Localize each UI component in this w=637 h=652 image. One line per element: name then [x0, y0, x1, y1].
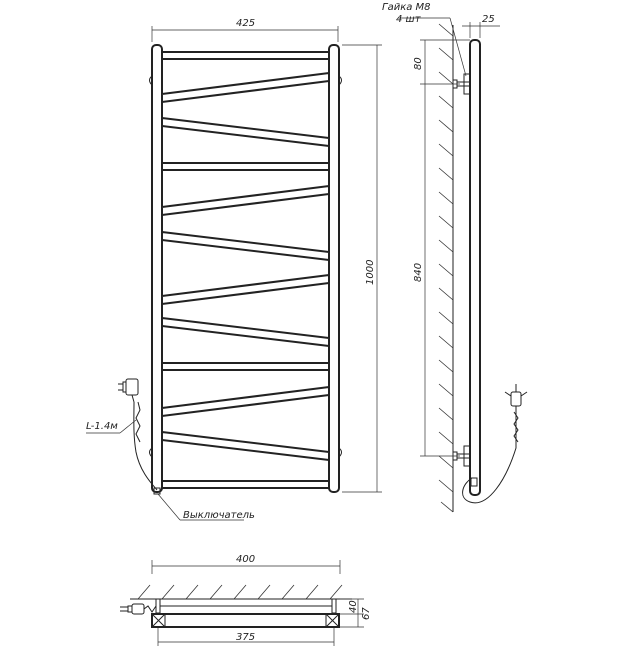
- mount-bracket: [338, 447, 342, 458]
- side-view: Гайка М8 4 шт 25 80 840: [382, 2, 528, 513]
- diagonal-bar: [161, 184, 330, 217]
- post-cross: [325, 613, 340, 628]
- depth-dimension-label: 25: [482, 14, 495, 25]
- plug-collar: [122, 381, 127, 393]
- horizontal-bar: [161, 362, 330, 371]
- front-view: 425 1000: [86, 18, 382, 521]
- plug-body: [131, 603, 145, 615]
- rail-profile: [469, 39, 481, 496]
- mount-bracket: [338, 75, 342, 86]
- diagonal-bar: [161, 116, 330, 148]
- mount-bracket: [149, 447, 153, 458]
- wall-hatching: [438, 23, 454, 513]
- post-cross: [151, 613, 166, 628]
- plug-pin: [504, 391, 512, 397]
- power-cable: [118, 378, 158, 491]
- cable-strain-relief: [513, 411, 519, 443]
- horizontal-bar: [161, 480, 330, 489]
- mount-spacing-label: 840: [413, 263, 424, 282]
- depth-inner-label: 40: [348, 600, 359, 613]
- plug-collar: [127, 605, 133, 613]
- width-dimension-label: 425: [236, 18, 255, 29]
- cable-strain-relief: [135, 401, 141, 443]
- diagonal-bars: [161, 71, 330, 462]
- left-post: [151, 44, 163, 493]
- cable: [143, 605, 157, 613]
- nut-count-label: 4 шт: [396, 14, 422, 25]
- diagonal-bar: [161, 71, 330, 104]
- switch-body: [470, 477, 478, 487]
- plug-body: [510, 391, 522, 407]
- leader-line: [449, 17, 467, 77]
- mount-nut: [463, 73, 471, 95]
- nut-label: Гайка М8: [382, 2, 431, 13]
- mount-rod: [155, 598, 161, 614]
- rail-top-outline: [151, 613, 340, 628]
- diagonal-bar: [161, 430, 330, 462]
- plug-body: [125, 378, 139, 396]
- cable: [133, 401, 158, 491]
- diagonal-bar: [161, 385, 330, 418]
- leader-line: [119, 419, 137, 434]
- horizontal-bar: [161, 162, 330, 171]
- mount-width-label: 375: [236, 632, 255, 643]
- switch-label: Выключатель: [183, 510, 255, 521]
- overall-width-label: 400: [236, 554, 255, 565]
- mount-nut: [463, 445, 471, 467]
- cable-length-label: L-1.4м: [86, 421, 118, 432]
- mount-bracket: [149, 75, 153, 86]
- wall-hatching: [137, 584, 343, 600]
- leader-line: [157, 493, 181, 521]
- switch-body: [153, 487, 161, 495]
- plug-tail: [131, 394, 135, 403]
- horizontal-bar: [161, 51, 330, 60]
- mount-rod: [331, 598, 337, 614]
- diagonal-bar: [161, 230, 330, 262]
- top-view: 400: [120, 554, 372, 646]
- height-dimension-label: 1000: [365, 260, 376, 285]
- top-offset-label: 80: [413, 57, 424, 70]
- right-post: [328, 44, 340, 493]
- cable: [462, 406, 517, 504]
- plug-pin: [520, 391, 528, 397]
- diagonal-bar: [161, 273, 330, 306]
- diagonal-bar: [161, 316, 330, 348]
- depth-outer-label: 67: [361, 607, 372, 620]
